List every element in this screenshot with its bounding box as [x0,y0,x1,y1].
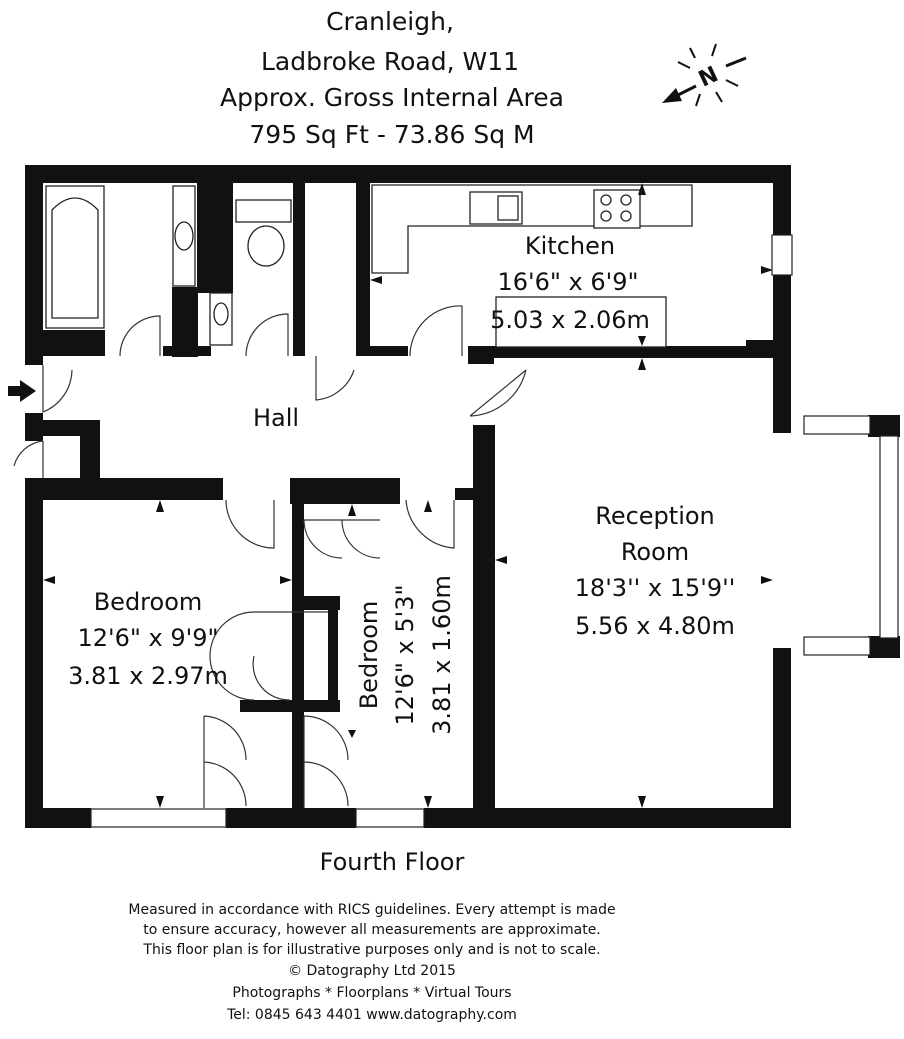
reception-name-line2: Room [621,538,689,566]
entrance-arrow-icon [8,380,36,402]
bedroom2-imperial: 12'6" x 5'3" [391,584,419,725]
room-kitchen: Kitchen 16'6" x 6'9" 5.03 x 2.06m [490,232,650,334]
bedroom1-imperial: 12'6" x 9'9" [77,624,218,652]
room-hall: Hall [253,404,299,432]
footer-line-4: © Datography Ltd 2015 [288,963,456,979]
bedroom1-name: Bedroom [94,588,203,616]
header-line-3: Approx. Gross Internal Area [220,83,564,112]
bedroom2-metric: 3.81 x 1.60m [428,575,456,735]
reception-metric: 5.56 x 4.80m [575,612,735,640]
room-bedroom-1: Bedroom 12'6" x 9'9" 3.81 x 2.97m [68,588,228,690]
kitchen-imperial: 16'6" x 6'9" [497,268,638,296]
footer-line-1: Measured in accordance with RICS guideli… [128,902,615,918]
compass-letter: N [695,62,722,92]
walls [25,165,900,828]
footer-line-2: to ensure accuracy, however all measurem… [143,922,601,938]
compass-icon: N [662,43,747,107]
fixtures [45,184,693,348]
room-bedroom-2: Bedroom 12'6" x 5'3" 3.81 x 1.60m [355,575,456,735]
header-line-2: Ladbroke Road, W11 [261,47,519,76]
kitchen-name: Kitchen [525,232,615,260]
footer-line-5: Photographs * Floorplans * Virtual Tours [232,985,511,1001]
header: Cranleigh, Ladbroke Road, W11 Approx. Gr… [220,7,564,149]
dimension-ticks [43,183,773,808]
header-line-4: 795 Sq Ft - 73.86 Sq M [249,120,534,149]
bedroom2-name: Bedroom [355,601,383,710]
footer: Measured in accordance with RICS guideli… [128,902,615,1023]
footer-line-6: Tel: 0845 643 4401 www.datography.com [226,1007,517,1023]
kitchen-metric: 5.03 x 2.06m [490,306,650,334]
doors [13,305,527,808]
room-reception: Reception Room 18'3'' x 15'9'' 5.56 x 4.… [575,502,736,640]
floor-label: Fourth Floor [320,848,465,876]
hall-name: Hall [253,404,299,432]
windows [90,234,899,828]
reception-imperial: 18'3'' x 15'9'' [575,574,736,602]
footer-line-3: This floor plan is for illustrative purp… [142,942,600,958]
reception-name-line1: Reception [595,502,715,530]
header-line-1: Cranleigh, [326,7,454,36]
bedroom1-metric: 3.81 x 2.97m [68,662,228,690]
